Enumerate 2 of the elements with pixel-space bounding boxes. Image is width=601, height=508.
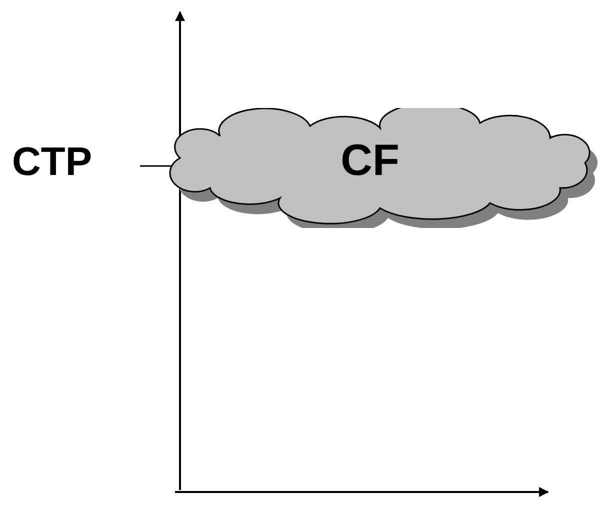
cloud-label: CF: [340, 136, 400, 186]
axis-label: CTP: [12, 140, 92, 185]
